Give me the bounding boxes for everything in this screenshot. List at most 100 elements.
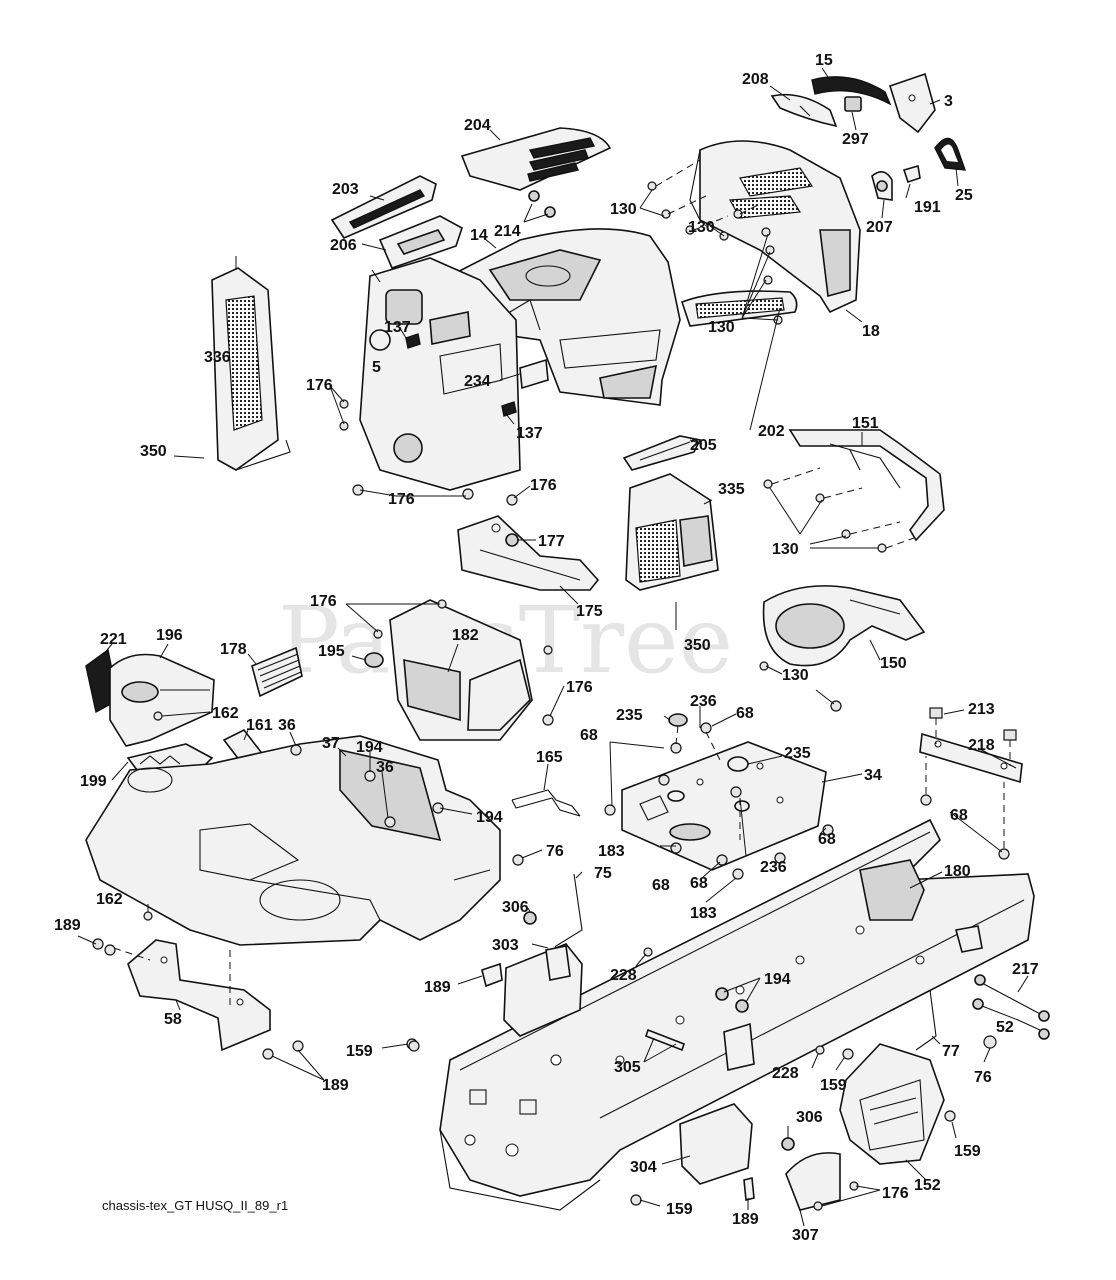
part-234-label xyxy=(519,358,549,390)
part-304-plate xyxy=(679,1022,755,1185)
callout-161: 161 xyxy=(246,717,273,734)
callout-228-b: 228 xyxy=(772,1065,799,1082)
part-162-screw xyxy=(153,711,163,721)
callout-159-b: 159 xyxy=(820,1077,847,1094)
part-196-console xyxy=(109,653,215,747)
part-178-vent xyxy=(251,646,303,698)
callout-203: 203 xyxy=(332,181,359,198)
part-152-seat-bracket xyxy=(839,1043,945,1165)
callout-76-b: 76 xyxy=(974,1069,992,1086)
callout-68-a: 68 xyxy=(736,705,754,722)
part-15-trim-strip xyxy=(811,76,892,106)
part-34-mount-plate xyxy=(621,741,827,871)
callout-180: 180 xyxy=(944,863,971,880)
callout-218: 218 xyxy=(968,737,995,754)
callout-175: 175 xyxy=(576,603,603,620)
callout-189-a: 189 xyxy=(54,917,81,934)
callout-336: 336 xyxy=(204,349,231,366)
callout-75: 75 xyxy=(594,865,612,882)
callout-18: 18 xyxy=(862,323,880,340)
callout-14: 14 xyxy=(470,227,488,244)
callout-37: 37 xyxy=(322,735,340,752)
callout-205: 205 xyxy=(690,437,717,454)
callout-305: 305 xyxy=(614,1059,641,1076)
callout-199: 199 xyxy=(80,773,107,790)
part-37-fender xyxy=(85,735,501,946)
callout-176-a: 176 xyxy=(306,377,333,394)
callout-177: 177 xyxy=(538,533,565,550)
callout-335: 335 xyxy=(718,481,745,498)
callout-176-f: 176 xyxy=(882,1185,909,1202)
leader-lines xyxy=(77,67,1041,1227)
part-205-trim xyxy=(622,435,702,471)
bolts-159-152 xyxy=(408,1040,956,1206)
callout-68-b: 68 xyxy=(580,727,598,744)
callout-234: 234 xyxy=(464,373,491,390)
callout-68-c: 68 xyxy=(818,831,836,848)
part-182-lower-dash xyxy=(389,599,533,741)
callout-191: 191 xyxy=(914,199,941,216)
part-150-deflector xyxy=(762,585,926,667)
callout-202: 202 xyxy=(758,423,785,440)
callout-labels: 15 208 3 297 25 204 130 207 191 203 214 … xyxy=(54,52,1039,1244)
callout-189-c: 189 xyxy=(322,1077,349,1094)
bolts-68-235-236-plate xyxy=(604,713,834,880)
callout-68-f: 68 xyxy=(652,877,670,894)
part-3-side-trim xyxy=(889,72,936,134)
part-208-trim xyxy=(770,93,838,128)
callout-194-c: 194 xyxy=(764,971,791,988)
part-77-rod xyxy=(915,989,937,1051)
part-58-bracket xyxy=(127,939,271,1052)
callout-176-b: 176 xyxy=(388,491,415,508)
bolts-176-lower-dash xyxy=(373,599,554,726)
callout-152: 152 xyxy=(914,1177,941,1194)
part-5-dash-panel xyxy=(359,257,521,491)
part-165-rod xyxy=(511,789,581,817)
diagram-id-label: chassis-tex_GT HUSQ_II_89_r1 xyxy=(102,1198,288,1213)
part-336-side-panel xyxy=(211,267,291,471)
callout-150: 150 xyxy=(880,655,907,672)
part-303-plate xyxy=(503,943,583,1037)
callout-176-e: 176 xyxy=(566,679,593,696)
part-194-nuts-frame xyxy=(715,987,749,1013)
callout-130-d: 130 xyxy=(772,541,799,558)
part-204-hood-panel xyxy=(460,127,612,191)
callout-3: 3 xyxy=(944,93,953,110)
callout-130-a: 130 xyxy=(610,201,637,218)
part-306-nut-lower xyxy=(781,1137,795,1151)
callout-137-a: 137 xyxy=(384,319,411,336)
callout-165: 165 xyxy=(536,749,563,766)
part-189-screw-lower xyxy=(743,1176,755,1202)
callout-159-c: 159 xyxy=(954,1143,981,1160)
callout-68-d: 68 xyxy=(950,807,968,824)
part-202-grille-insert xyxy=(680,290,798,327)
callout-76-a: 76 xyxy=(546,843,564,860)
callout-207: 207 xyxy=(866,219,893,236)
callout-189-b: 189 xyxy=(424,979,451,996)
part-307-cover xyxy=(785,1152,841,1211)
callout-306-b: 306 xyxy=(796,1109,823,1126)
callout-77: 77 xyxy=(942,1043,960,1060)
part-76-bolt xyxy=(512,854,997,1049)
callout-137-b: 137 xyxy=(516,425,543,442)
callout-196: 196 xyxy=(156,627,183,644)
callout-217: 217 xyxy=(1012,961,1039,978)
callout-25: 25 xyxy=(955,187,973,204)
part-25-seal xyxy=(934,137,967,171)
callout-159-a: 159 xyxy=(346,1043,373,1060)
part-206-trim-panel xyxy=(378,215,463,269)
callout-159-d: 159 xyxy=(666,1201,693,1218)
callout-130-c: 130 xyxy=(708,319,735,336)
callout-52: 52 xyxy=(996,1019,1014,1036)
callout-183-b: 183 xyxy=(690,905,717,922)
callout-208: 208 xyxy=(742,71,769,88)
bolts-176-cover xyxy=(813,1181,859,1211)
part-151-bracket xyxy=(788,429,945,542)
part-137-clips xyxy=(405,333,517,417)
callout-236-a: 236 xyxy=(690,693,717,710)
callout-350-a: 350 xyxy=(140,443,167,460)
callout-130-b: 130 xyxy=(688,219,715,236)
callout-151: 151 xyxy=(852,415,879,432)
callout-194-b: 194 xyxy=(476,809,503,826)
